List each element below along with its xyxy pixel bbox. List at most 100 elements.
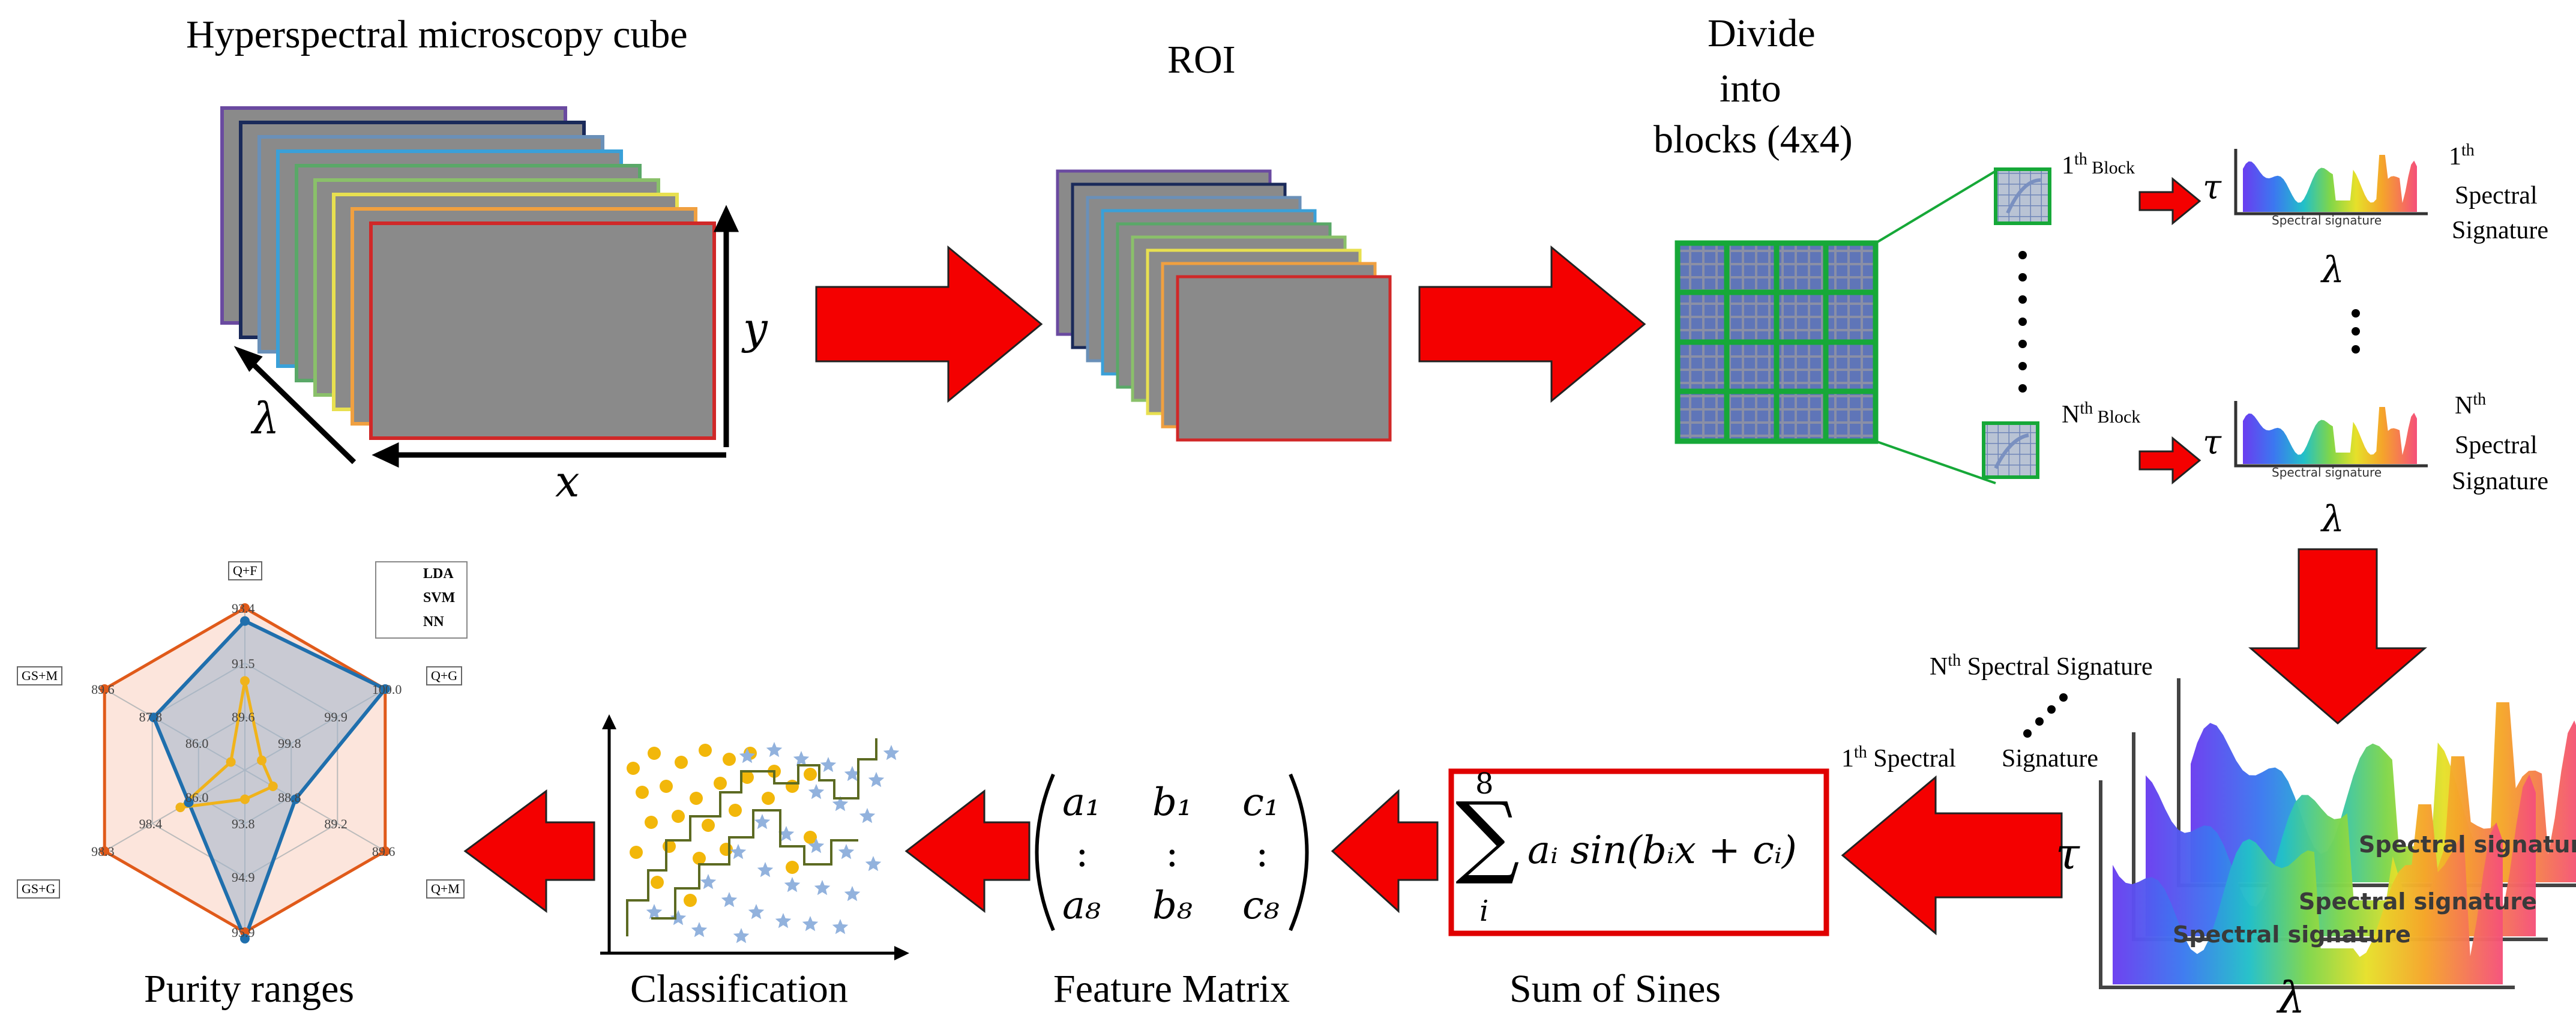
nth-spectral-signature-label: Nth Spectral Signature — [1930, 651, 2153, 681]
axis-tau-label-n: τ — [2203, 423, 2221, 462]
divide-title-line3: blocks (4x4) — [1654, 118, 1853, 161]
scatter-star — [646, 904, 663, 920]
scatter-dot — [723, 753, 736, 766]
scatter-star — [757, 862, 774, 878]
scatter-dot — [729, 804, 742, 817]
purity-radar-chart — [100, 571, 417, 944]
scatter-star — [793, 751, 810, 766]
radar-point — [149, 712, 159, 723]
spectral-n-label-line1: Nth — [2455, 390, 2487, 420]
radar-ring-label: 99.8 — [278, 736, 301, 751]
radar-point — [175, 803, 185, 813]
scatter-star — [802, 916, 819, 932]
matrix-parentheses — [1035, 773, 1309, 932]
scatter-dot — [648, 747, 661, 760]
radar-point — [240, 603, 250, 613]
radar-ring-label: 99.9 — [324, 709, 348, 724]
roi-title: ROI — [1167, 38, 1236, 82]
spectral-signature-text-1: Spectral signature — [2272, 213, 2382, 227]
radar-point — [257, 755, 267, 765]
stacked-spectrum-axes — [2099, 780, 2515, 989]
spectrum-axes — [2234, 401, 2428, 468]
radar-ring-label: 93.8 — [232, 816, 255, 832]
scatter-star — [832, 919, 849, 935]
caption-purity-ranges: Purity ranges — [144, 967, 355, 1011]
scatter-dot — [720, 843, 733, 856]
radar-point — [240, 616, 250, 626]
scatter-star — [832, 796, 849, 812]
arrow-matrix-to-classification — [904, 789, 1031, 914]
caption-classification: Classification — [630, 967, 848, 1011]
radar-point — [240, 794, 250, 804]
radar-point — [184, 798, 194, 807]
scatter-star — [865, 856, 882, 872]
arrow-classification-to-purity — [463, 789, 595, 913]
divide-title-line2: into — [1720, 67, 1781, 110]
scatter-dot — [702, 819, 715, 832]
arrow-sines-to-matrix — [1331, 789, 1439, 914]
arrow-down-to-stacked-spectra — [2248, 548, 2428, 724]
stacked-signature-text-back: Spectral signature — [2359, 831, 2576, 858]
matrix-b1: b₁ — [1152, 780, 1193, 825]
radar-ring-label: 86.0 — [185, 789, 209, 805]
axis-lambda-label-stacked: λ — [2278, 972, 2305, 1023]
radar-axis-qm: Q+M — [426, 879, 465, 899]
block-1-label: 1th Block — [2062, 150, 2135, 179]
signature-word-label: Signature — [2002, 745, 2098, 772]
radar-legend — [375, 561, 468, 639]
vertical-dots-blocks — [2018, 251, 2027, 393]
first-spectral-label: 1th Spectral — [1841, 743, 1956, 772]
scatter-star — [754, 814, 771, 830]
scatter-dot — [786, 780, 799, 793]
scatter-dot — [786, 861, 799, 874]
spectrum-area — [2243, 407, 2417, 464]
radar-axis-gsm: GS+M — [17, 666, 63, 685]
matrix-dots-b: : — [1166, 831, 1179, 876]
radar-axis-qg: Q+G — [426, 666, 463, 685]
diagonal-dots — [2023, 693, 2068, 738]
radar-ring-label: 89.6 — [232, 709, 255, 724]
matrix-dots-a: : — [1076, 831, 1089, 876]
spectral-signature-1-plot — [2234, 149, 2428, 215]
stacked-signature-text-mid: Spectral signature — [2299, 888, 2537, 915]
scatter-dot — [636, 786, 649, 799]
scatter-star — [733, 928, 750, 944]
scatter-star — [778, 826, 795, 842]
radar-point — [226, 757, 236, 767]
spectrum-axes — [2234, 149, 2428, 215]
decision-boundary-2 — [651, 809, 858, 920]
legend-lda: LDA — [423, 566, 454, 582]
radar-ring-label: 93.4 — [232, 601, 255, 616]
scatter-star — [691, 922, 708, 938]
scatter-star — [784, 877, 801, 893]
radar-point — [100, 846, 110, 856]
radar-ring-label: 98.4 — [139, 816, 163, 832]
scatter-star — [814, 880, 831, 896]
radar-ring-label: 86.0 — [185, 736, 209, 751]
radar-point — [240, 676, 250, 686]
spectrum-area — [2243, 155, 2417, 212]
scatter-star — [775, 913, 792, 929]
sum-lower: i — [1479, 894, 1489, 928]
scatter-dot — [804, 768, 817, 781]
scatter-x-arrow — [894, 946, 909, 960]
scatter-y-arrow — [602, 714, 616, 729]
block-n-label: Nth Block — [2062, 399, 2141, 429]
radar-ring-label: 87.8 — [139, 709, 163, 724]
spectral-n-label-line2: Spectral — [2455, 432, 2538, 459]
axis-lambda-label-1: λ — [2322, 249, 2345, 291]
scatter-dot — [651, 876, 664, 889]
scatter-dot — [630, 846, 643, 859]
radar-point — [240, 933, 250, 944]
scatter-dot — [672, 810, 685, 823]
caption-feature-matrix: Feature Matrix — [1053, 967, 1290, 1011]
scatter-star — [838, 844, 855, 860]
sum-of-sines-box — [1448, 768, 1829, 936]
radar-ring-label: 91.5 — [232, 655, 255, 671]
cube-axes — [233, 205, 739, 468]
roi-layer — [1176, 275, 1392, 442]
arrow-roi-to-blocks — [1418, 245, 1646, 403]
scatter-star — [739, 748, 756, 763]
scatter-dot — [675, 756, 688, 769]
